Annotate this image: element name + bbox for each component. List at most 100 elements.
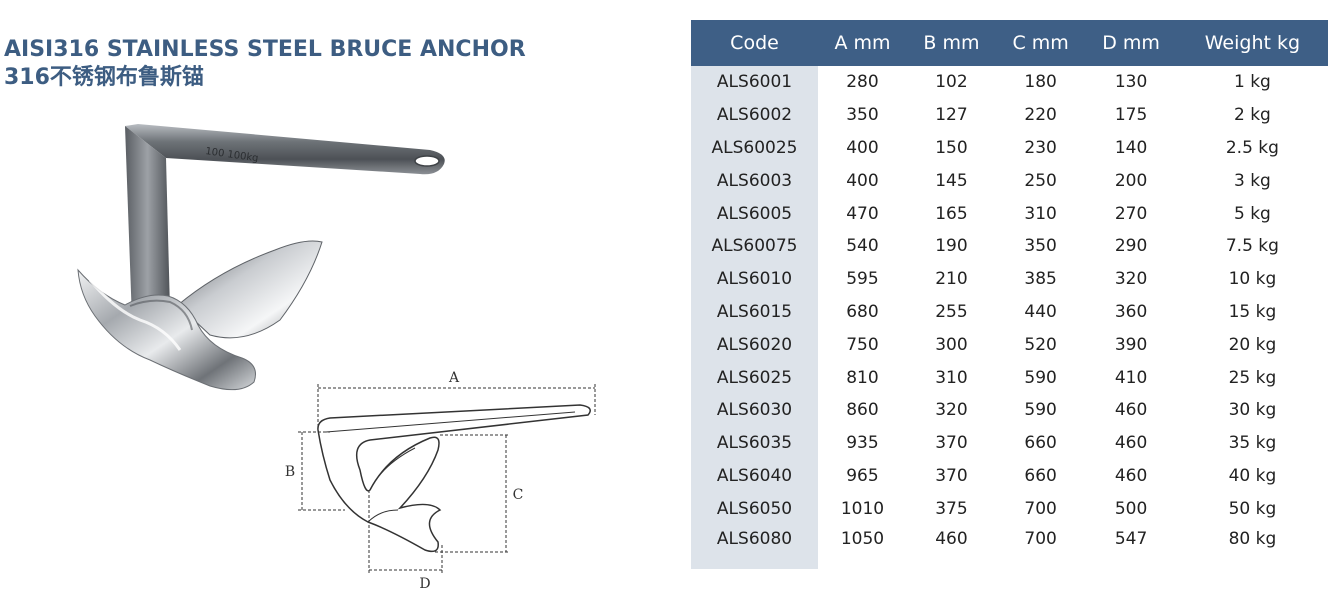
value-cell: 270 bbox=[1114, 203, 1148, 224]
value-cell: 320 bbox=[1114, 269, 1148, 290]
value-cell: 2.5 kg bbox=[1225, 137, 1279, 158]
code-cell: ALS6030 bbox=[691, 393, 818, 427]
value-cell: 440 bbox=[1024, 301, 1057, 322]
value-cell: 700 bbox=[995, 525, 1086, 570]
value-cell: 400 bbox=[846, 137, 879, 158]
value-cell: 150 bbox=[935, 137, 968, 158]
value-cell: 375 bbox=[935, 498, 968, 519]
value-cell: 1010 bbox=[840, 498, 885, 519]
value-cell: 410 bbox=[1114, 367, 1148, 388]
code-cell: ALS6010 bbox=[691, 262, 818, 296]
value-cell: 460 bbox=[1114, 433, 1148, 454]
value-cell: 350 bbox=[846, 105, 879, 126]
value-cell: 460 bbox=[1114, 465, 1148, 486]
value-cell: 280 bbox=[846, 72, 879, 93]
value-cell: 210 bbox=[935, 269, 968, 290]
value-cell: 2 kg bbox=[1233, 105, 1271, 126]
value-cell: 320 bbox=[935, 400, 968, 421]
value-cell: 200 bbox=[1114, 170, 1148, 191]
value-cell: 130 bbox=[1114, 72, 1148, 93]
value-cell: 180 bbox=[1024, 72, 1057, 93]
value-cell: 10 kg bbox=[1228, 269, 1277, 290]
value-cell: 7.5 kg bbox=[1225, 236, 1279, 257]
column-header: B mm bbox=[923, 32, 980, 54]
value-cell: 300 bbox=[935, 334, 968, 355]
value-cell: 350 bbox=[1024, 236, 1057, 257]
value-cell: 965 bbox=[846, 465, 879, 486]
label-a: A bbox=[448, 370, 460, 386]
label-b: B bbox=[285, 464, 295, 480]
value-cell: 370 bbox=[935, 433, 968, 454]
value-cell: 400 bbox=[846, 170, 879, 191]
code-cell: ALS6035 bbox=[691, 426, 818, 460]
code-cell: ALS6001 bbox=[691, 66, 818, 99]
value-cell: 230 bbox=[1024, 137, 1057, 158]
code-cell: ALS6015 bbox=[691, 295, 818, 329]
value-cell: 385 bbox=[1024, 269, 1057, 290]
code-cell: ALS6002 bbox=[691, 98, 818, 132]
shank-hole bbox=[414, 155, 440, 167]
column-header: A mm bbox=[834, 32, 891, 54]
column-header: Code bbox=[730, 32, 779, 54]
value-cell: 50 kg bbox=[1228, 498, 1277, 519]
value-cell: 25 kg bbox=[1228, 367, 1277, 388]
value-cell: 255 bbox=[935, 301, 968, 322]
value-cell: 190 bbox=[935, 236, 968, 257]
table-row: ALS6030 860 320 590 460 30 kg bbox=[691, 393, 1328, 427]
value-cell: 460 bbox=[1114, 400, 1148, 421]
value-cell: 860 bbox=[846, 400, 879, 421]
code-cell: ALS6080 bbox=[691, 525, 818, 570]
code-cell: ALS6005 bbox=[691, 197, 818, 230]
value-cell: 680 bbox=[846, 301, 879, 322]
value-cell: 660 bbox=[1024, 465, 1057, 486]
value-cell: 590 bbox=[1024, 367, 1057, 388]
value-cell: 35 kg bbox=[1228, 433, 1277, 454]
label-c: C bbox=[513, 487, 524, 503]
dimension-drawing: A B C D bbox=[285, 370, 596, 592]
value-cell: 290 bbox=[1114, 236, 1148, 257]
value-cell: 750 bbox=[846, 334, 879, 355]
value-cell: 460 bbox=[906, 525, 996, 570]
value-cell: 220 bbox=[1024, 105, 1057, 126]
title-chinese: 316不锈钢布鲁斯锚 bbox=[4, 65, 204, 90]
anchor-stem bbox=[125, 126, 170, 320]
value-cell: 470 bbox=[846, 203, 879, 224]
value-cell: 20 kg bbox=[1228, 334, 1277, 355]
anchor-shank bbox=[125, 124, 445, 175]
value-cell: 127 bbox=[935, 105, 968, 126]
value-cell: 165 bbox=[935, 203, 968, 224]
value-cell: 810 bbox=[846, 367, 879, 388]
code-cell: ALS6003 bbox=[691, 164, 818, 198]
column-header: Weight kg bbox=[1204, 32, 1301, 54]
anchor-claw bbox=[77, 268, 256, 391]
value-cell: 590 bbox=[1024, 400, 1057, 421]
value-cell: 40 kg bbox=[1228, 465, 1277, 486]
value-cell: 175 bbox=[1114, 105, 1148, 126]
value-cell: 660 bbox=[1024, 433, 1057, 454]
title-english: AISI316 STAINLESS STEEL BRUCE ANCHOR bbox=[4, 37, 526, 62]
value-cell: 500 bbox=[1114, 498, 1148, 519]
value-cell: 360 bbox=[1114, 301, 1148, 322]
value-cell: 547 bbox=[1085, 525, 1177, 570]
column-header: D mm bbox=[1102, 32, 1160, 54]
value-cell: 310 bbox=[935, 367, 968, 388]
drawing-anchor-outline bbox=[317, 404, 591, 553]
code-cell: ALS60075 bbox=[691, 229, 818, 263]
value-cell: 30 kg bbox=[1228, 400, 1277, 421]
